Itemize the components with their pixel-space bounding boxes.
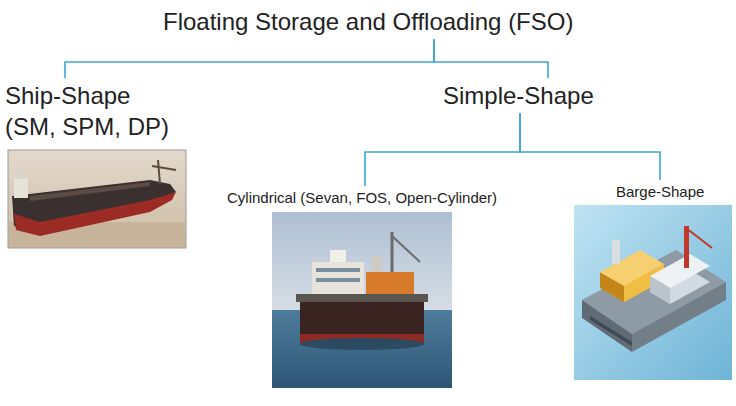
category-label: Ship-Shape (SM, SPM, DP): [2, 78, 180, 144]
barge-picture-part: [684, 226, 689, 268]
connector-line: [434, 39, 548, 78]
tree-connector: [520, 113, 660, 180]
cylinder-photo-part: [296, 294, 428, 302]
node-text: Ship-Shape (SM, SPM, DP): [5, 80, 177, 142]
ship-photo-part: [158, 160, 160, 184]
ship-photo: [8, 150, 186, 248]
tree-connector: [65, 39, 434, 78]
connector-line: [520, 113, 660, 180]
cylinder-photo-part: [316, 278, 360, 282]
barge-picture-part: [612, 240, 620, 264]
subcategory-label: Barge-Shape: [613, 180, 707, 204]
node-text: Cylindrical (Sevan, FOS, Open-Cylinder): [227, 188, 497, 208]
barge-picture-part: [582, 300, 632, 352]
cylinder-photo-part: [272, 212, 452, 310]
node-text: Simple-Shape: [443, 80, 594, 111]
ship-photo-part: [8, 150, 186, 248]
ship-photo-part: [17, 170, 24, 179]
cylinder-photo-part: [330, 250, 346, 262]
subcategory-label: Cylindrical (Sevan, FOS, Open-Cylinder): [224, 186, 500, 210]
ship-photo-part: [152, 166, 176, 170]
cylinder-photo-part: [316, 268, 360, 272]
node-text: Barge-Shape: [616, 182, 704, 202]
ship-photo-part: [30, 182, 150, 201]
category-label: Simple-Shape: [440, 78, 597, 113]
cylinder-photo-part: [392, 236, 420, 262]
connector-line: [65, 39, 434, 78]
cylinder-photo-part: [312, 262, 364, 294]
tree-connector: [434, 39, 548, 78]
cylinder-photo-part: [372, 256, 382, 272]
ship-photo-part: [14, 178, 28, 198]
connector-line: [365, 113, 520, 186]
barge-picture-part: [574, 205, 732, 380]
root-label: Floating Storage and Offloading (FSO): [160, 4, 576, 39]
barge-picture-part: [650, 276, 670, 304]
barge-picture-part: [686, 228, 712, 248]
barge-picture: [574, 205, 732, 380]
barge-picture-part: [590, 316, 632, 346]
cylinder-photo-part: [366, 272, 414, 294]
cylinder-photo: [272, 212, 452, 388]
node-text: Floating Storage and Offloading (FSO): [163, 6, 573, 37]
tree-connector: [365, 113, 520, 186]
cylinder-photo-part: [300, 338, 424, 350]
